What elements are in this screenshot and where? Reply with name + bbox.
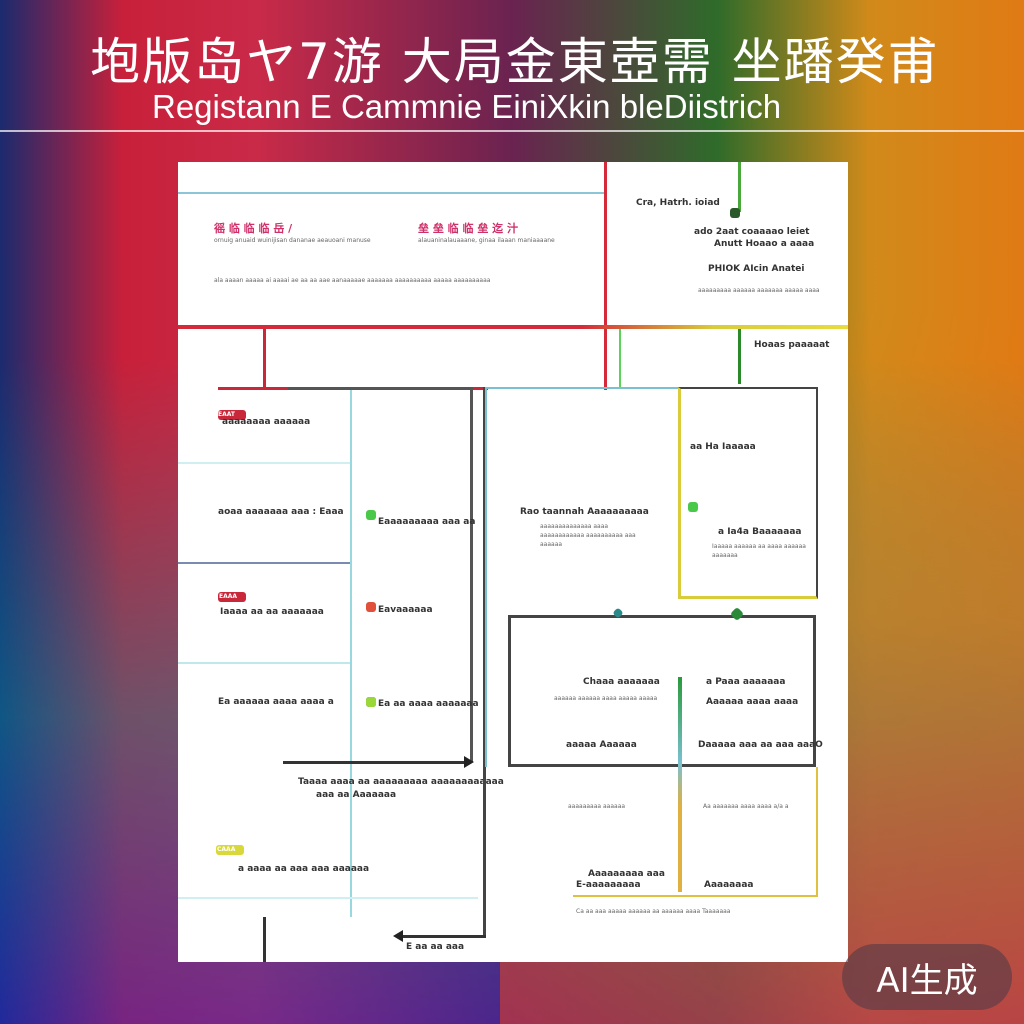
arrow-head-left-icon — [393, 930, 403, 942]
basket-icon — [366, 602, 376, 612]
lower-left-text: aaaaaaaaa aaaaaa — [568, 803, 626, 810]
lower-yellow-line — [573, 895, 818, 897]
right-box-title2: a Ia4a Baaaaaaa — [718, 527, 802, 537]
left-sep2 — [178, 562, 350, 564]
plant-icon — [366, 510, 376, 520]
red-drop — [263, 329, 266, 389]
left-sep1 — [178, 462, 350, 464]
top-right-line3: PHIOK AIcin Anatei — [708, 264, 805, 274]
top-right-line2: Anutt Hoaao a aaaa — [714, 239, 815, 249]
lower-right-text: Aa aaaaaaa aaaa aaaa a/a a — [703, 803, 789, 810]
top-desc-line: ala aaaan aaaaa ai aaaai ae aa aa aae aa… — [214, 277, 491, 284]
top-right-small: aaaaaaaaa aaaaaa aaaaaaa aaaaa aaaa — [698, 287, 820, 294]
mid-item-2: Eavaaaaaa — [378, 605, 433, 615]
left-frame-right — [470, 387, 473, 762]
top-desc-left: ornuig anuaid wuinijisan dananae aeauoan… — [214, 237, 371, 244]
bottom-arrow-line — [398, 935, 486, 938]
center-border — [485, 387, 487, 767]
left-tag-3: EAAA — [219, 593, 238, 600]
bottom-right-foot: Daaaaa aaa aa aaa aaaO — [698, 740, 823, 750]
mid-item-3: Ea aa aaaa aaaaaaa — [378, 699, 479, 709]
bottom-left-foot: aaaaa Aaaaaa — [566, 740, 637, 750]
left-column-border — [350, 387, 352, 917]
lower-caption: Ca aa aaa aaaaa aaaaaa aa aaaaaa aaaa Ta… — [576, 908, 731, 915]
left-sep4 — [178, 897, 478, 899]
left-tag-1: EAAT — [218, 411, 236, 418]
plant-icon — [688, 502, 698, 512]
page-title: 垉版岛ヤ7游 大局金東壺需 坐蹯癸甫 — [90, 33, 940, 91]
page-subtitle: Registann E Cammnie EiniXkin bleDiistric… — [152, 88, 782, 125]
side-label: Hoaas paaaaat — [754, 340, 830, 350]
title-divider — [0, 130, 1024, 132]
left-bottom-title2: aaa aa Aaaaaaa — [316, 790, 397, 800]
lower-left-tag: E-aaaaaaaaa — [576, 880, 641, 890]
left-item-3: Iaaaa aa aa aaaaaaa — [220, 607, 324, 617]
blue-line — [178, 192, 605, 194]
lower-right-foot: Aaaaaaaa — [704, 880, 754, 890]
bottom-right-title: a Paaa aaaaaaa — [706, 677, 786, 687]
ai-generated-badge: AI生成 — [842, 944, 1012, 1010]
right-box — [678, 387, 818, 599]
right-box-title: aa Ha Iaaaaa — [690, 442, 756, 452]
diagram-panel: 徭 临 临 临 岳 / ornuig anuaid wuinijisan dan… — [178, 162, 848, 962]
green-marker-icon — [730, 208, 740, 218]
lower-left-foot: Aaaaaaaaa aaa — [588, 869, 665, 879]
bottom-right-sub: Aaaaaa aaaa aaaa — [706, 697, 799, 707]
teal-connector — [678, 677, 682, 892]
tag-icon — [218, 592, 246, 602]
left-item-2: aoaa aaaaaaa aaa : Eaaa — [218, 507, 344, 517]
green-line — [738, 162, 741, 212]
tag-icon — [216, 845, 244, 855]
vertical-connector — [483, 387, 486, 937]
top-right-head: Cra, Hatrh. ioiad — [636, 198, 720, 208]
apple-icon — [366, 697, 376, 707]
dark-drop — [263, 917, 266, 962]
left-bottom-foot: E aa aa aaa — [406, 942, 465, 952]
green-line-3 — [619, 329, 621, 387]
top-right-line1: ado 2aat coaaaao leiet — [694, 227, 810, 237]
top-label-left: 徭 临 临 临 岳 / — [214, 222, 293, 235]
center-desc: aaaaaaaaaaaaaa aaaa aaaaaaaaaaaa aaaaaaa… — [540, 523, 636, 548]
left-bottom-title: Taaaa aaaa aa aaaaaaaaa aaaaaaaaaaaa — [298, 777, 504, 787]
lower-right-border — [816, 767, 818, 897]
left-item-4: Ea aaaaaa aaaa aaaa a — [218, 697, 334, 707]
arrow-head-icon — [464, 756, 474, 768]
top-label-right: 垒 垒 临 临 垒 迄 汁 — [418, 222, 518, 235]
mid-item-1: Eaaaaaaaaa aaa aa — [378, 517, 476, 527]
red-yellow-bar — [178, 325, 848, 329]
top-desc-right: alauaninalauaaane, ginaa ilaaan maniaaaa… — [418, 237, 555, 244]
left-tag-5: CAAA — [217, 846, 236, 853]
left-item-5: a aaaa aa aaa aaa aaaaaa — [238, 864, 370, 874]
green-line-2 — [738, 329, 741, 384]
center-top — [485, 387, 680, 389]
center-title: Rao taannah Aaaaaaaaaa — [520, 507, 649, 517]
right-box-desc: Iaaaaa aaaaaa aa aaaa aaaaaa aaaaaaa — [712, 543, 806, 559]
left-frame — [288, 387, 473, 390]
left-item-1: aaaaaaaa aaaaaa — [222, 417, 311, 427]
bottom-box — [508, 615, 816, 767]
red-divider — [604, 162, 607, 390]
arrow-line — [283, 761, 471, 764]
tag-icon — [218, 410, 246, 420]
bottom-left-title: Chaaa aaaaaaa — [583, 677, 660, 687]
left-sep3 — [178, 662, 350, 664]
bottom-left-desc: aaaaaa aaaaaa aaaa aaaaa aaaaa — [554, 695, 658, 702]
